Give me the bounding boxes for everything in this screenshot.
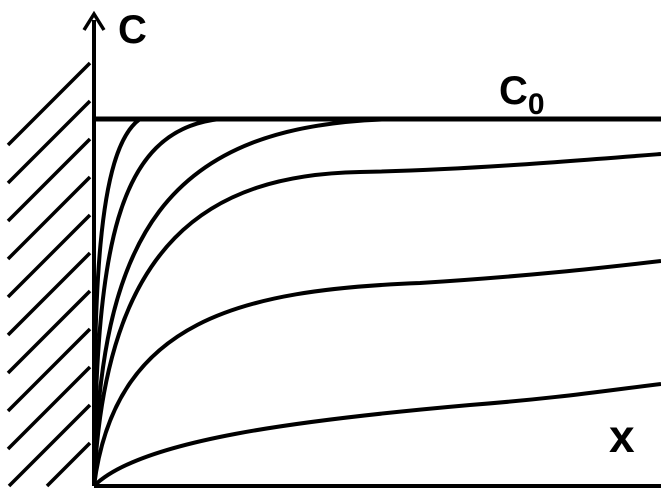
hatch-stroke — [6, 137, 92, 223]
y-axis-label: C — [118, 8, 147, 52]
hatch-stroke — [6, 175, 92, 261]
c0-label: C0 — [499, 69, 545, 121]
c0-label-main: C — [499, 69, 528, 113]
c0-label-subscript: 0 — [528, 88, 545, 121]
hatch-stroke — [6, 99, 92, 185]
profile-curve-3 — [92, 117, 401, 487]
hatch-stroke — [6, 61, 92, 147]
hatch-stroke — [6, 213, 92, 299]
hatch-stroke — [6, 327, 92, 413]
hatch-stroke — [6, 365, 92, 451]
hatch-stroke — [6, 251, 92, 337]
profile-curve-6 — [92, 382, 661, 488]
hatch-stroke — [6, 289, 92, 375]
x-axis-label: x — [609, 410, 635, 462]
hatch-stroke — [45, 441, 92, 488]
profile-curve-5 — [92, 259, 661, 487]
profile-curve-2 — [92, 117, 221, 487]
arrow-up-icon — [82, 10, 106, 31]
hatch-stroke — [7, 403, 92, 488]
profile-curve-4 — [92, 152, 661, 487]
hatched-wall-icon — [6, 61, 92, 488]
concentration-curves — [92, 117, 661, 488]
